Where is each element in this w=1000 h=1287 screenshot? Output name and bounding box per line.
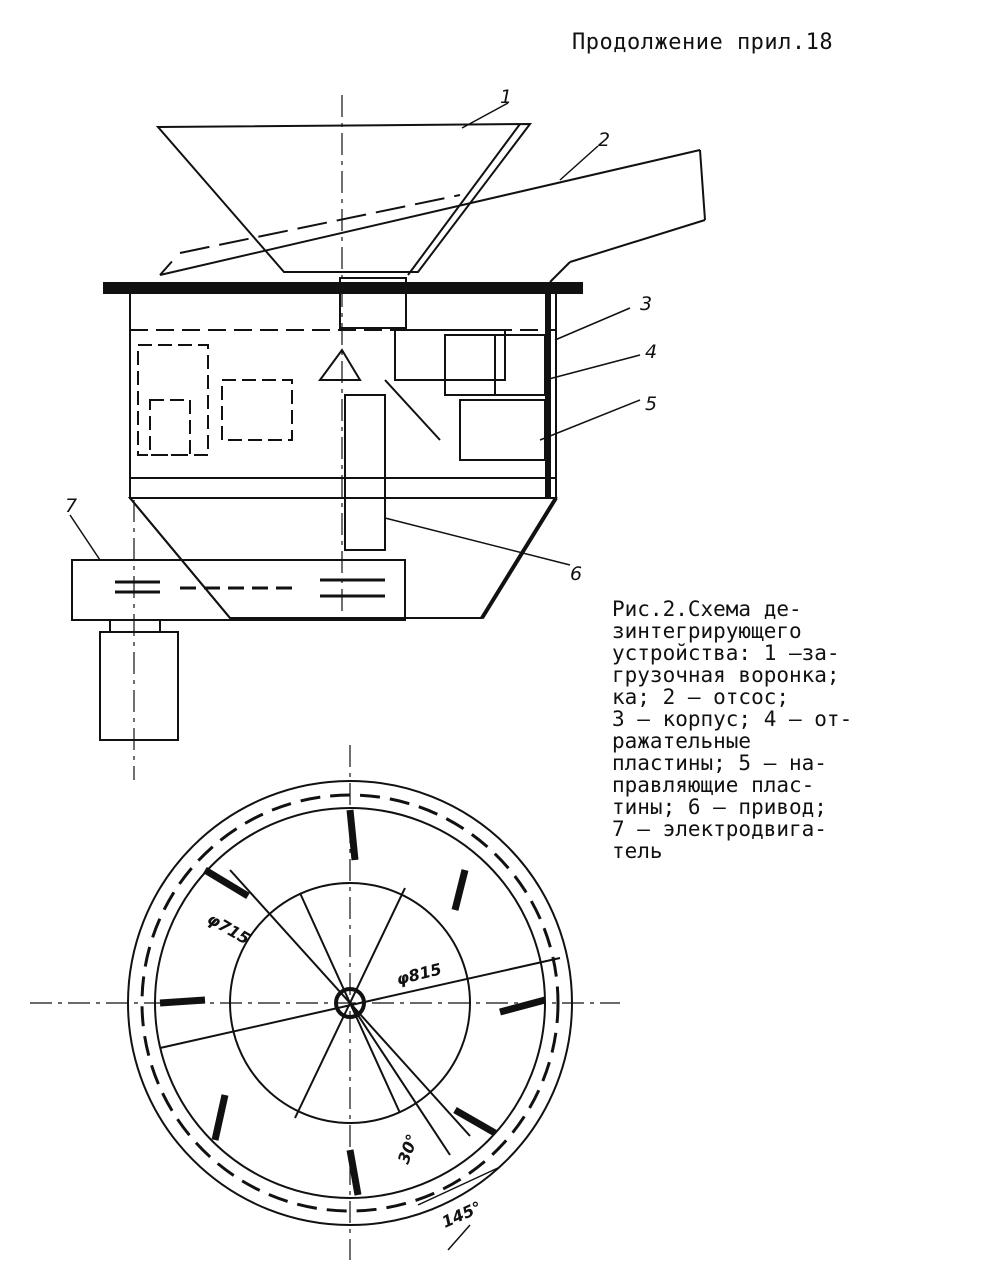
caption-line: правляющие плас- [612,773,815,797]
caption-line: 3 – корпус; 4 – от- [612,707,853,731]
dimension-angle: 30° [394,1131,422,1166]
suction-duct [159,149,706,283]
reflector-plates [384,329,546,461]
motor [71,559,406,741]
top-plate [103,282,583,294]
page-header: Продолжение прил.18 [572,30,834,55]
callout-5: 5 [645,393,657,415]
hopper [155,122,533,276]
caption-line: 7 – электродвига- [612,817,827,841]
caption-line: ка; 2 – отсос; [612,685,790,709]
caption-line: устройства: 1 –за- [612,641,840,665]
left-plates-hidden [137,344,293,456]
caption-line: грузочная воронка; [612,663,840,687]
caption-line: зинтегрирующего [612,619,802,643]
callout-3: 3 [640,293,652,315]
callout-6: 6 [570,563,582,585]
callout-1: 1 [500,86,512,108]
dimension-outer-diameter: φ815 [394,959,443,989]
callout-2: 2 [598,129,610,151]
caption-line: тель [612,839,663,863]
dimension-inner-diameter: φ715 [204,909,253,948]
drive-shaft [318,277,407,551]
figure-caption: Рис.2.Схема де- зинтегрирующего устройст… [612,598,932,862]
caption-line: Рис.2.Схема де- [612,597,802,621]
housing [127,292,558,620]
caption-line: ражательные [612,729,752,753]
caption-line: пластины; 5 – на- [612,751,827,775]
callout-4: 4 [645,341,657,363]
caption-line: тины; 6 – привод; [612,795,827,819]
callout-7: 7 [65,495,77,517]
plan-view [30,745,620,1260]
